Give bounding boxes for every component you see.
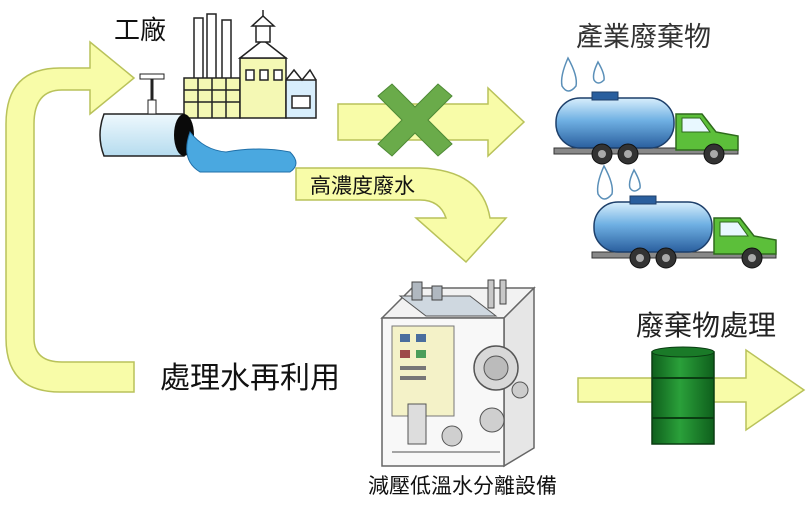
tanker-truck-icon xyxy=(591,195,777,269)
high-concentration-wastewater-label: 高濃度廢水 xyxy=(310,174,415,198)
pipe-icon xyxy=(99,73,297,173)
water-drop-icon xyxy=(560,56,641,200)
arrow-high-concentration-wastewater xyxy=(295,167,508,264)
treated-water-reuse-label: 處理水再利用 xyxy=(160,361,340,396)
cross-mark-icon xyxy=(377,83,453,157)
equipment-label: 減壓低溫水分離設備 xyxy=(368,474,557,498)
waste-disposal-label: 廢棄物處理 xyxy=(636,309,777,342)
industrial-waste-label: 產業廢棄物 xyxy=(576,22,711,53)
evaporator-machine-icon xyxy=(380,279,536,468)
factory-icon xyxy=(183,10,317,119)
tanker-truck-icon xyxy=(553,91,739,165)
factory-label: 工廠 xyxy=(114,16,167,46)
reuse-loop-arrow xyxy=(5,40,136,393)
oil-drum-icon xyxy=(651,346,715,445)
